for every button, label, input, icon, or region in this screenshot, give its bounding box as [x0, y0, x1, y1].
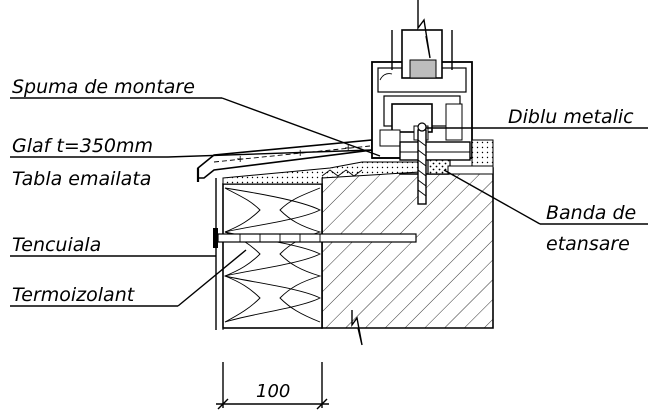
label-banda-line2: etansare: [546, 233, 630, 255]
leader-lines: [10, 97, 648, 307]
label-tencuiala: Tencuiala: [12, 234, 101, 256]
interior-finish: [447, 139, 494, 175]
label-glaf: Glaf t=350mm: [12, 135, 153, 157]
label-diblu: Diblu metalic: [508, 106, 634, 128]
metal-dowel: [417, 122, 427, 205]
window-sill: + + +: [196, 139, 373, 182]
thermal-insulation: [222, 183, 323, 329]
masonry-wall: [321, 167, 494, 329]
dimension-value: 100: [256, 381, 290, 402]
glazing: [391, 29, 453, 79]
label-spuma: Spuma de montare: [12, 76, 195, 98]
svg-text:+: +: [344, 143, 352, 154]
insulation-anchor: [213, 228, 417, 248]
break-line-bottom: [351, 310, 363, 346]
label-termoizolant: Termoizolant: [12, 284, 136, 306]
labels: Spuma de montare Glaf t=350mm Tabla emai…: [12, 76, 636, 306]
plaster-layer: [215, 178, 224, 330]
svg-text:+: +: [236, 154, 244, 165]
svg-text:+: +: [296, 148, 304, 159]
label-banda-line1: Banda de: [546, 202, 636, 224]
break-line-top: [417, 0, 431, 59]
dimension-100: 100: [216, 362, 329, 410]
label-tabla: Tabla emailata: [12, 168, 151, 190]
